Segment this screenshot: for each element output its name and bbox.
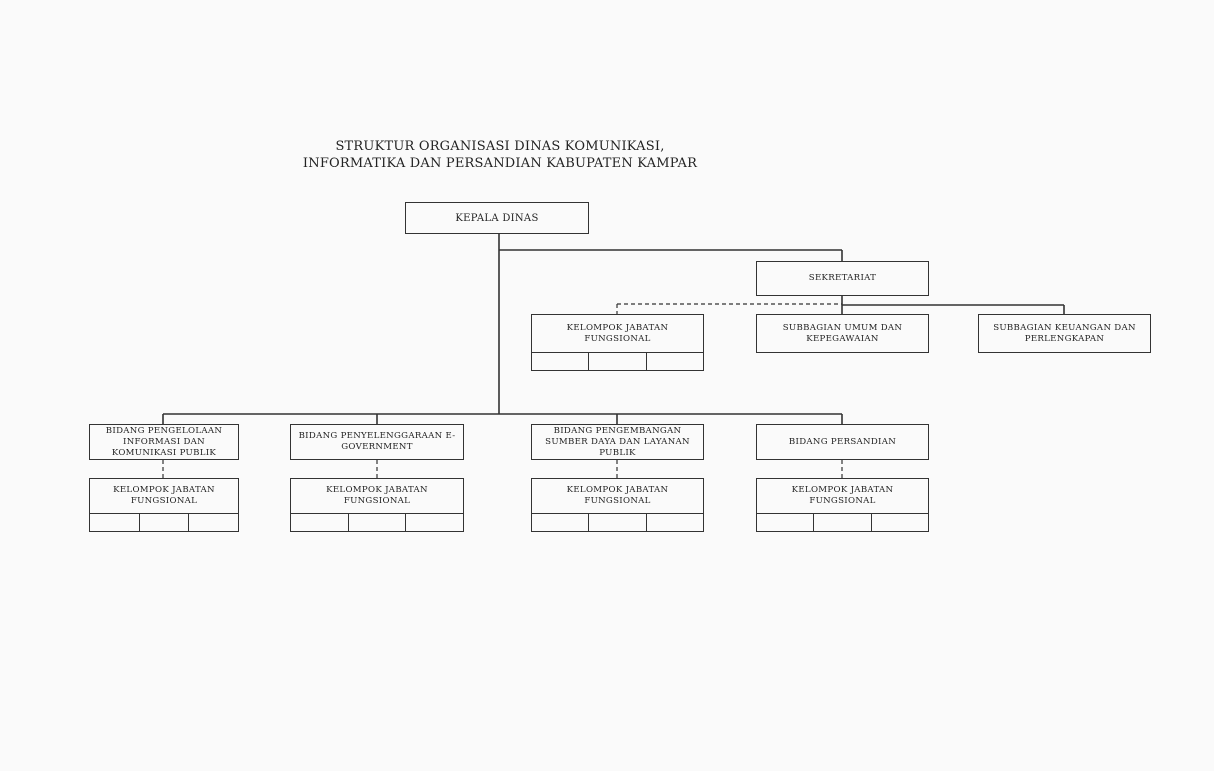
sekretariat-label: SEKRETARIAT — [808, 273, 877, 283]
kjf-bidang-2-label: KELOMPOK JABATAN FUNGSIONAL — [326, 485, 428, 506]
bidang-pengelolaan-label: BIDANG PENGELOLAAN INFORMASI DAN KOMUNIK… — [105, 425, 223, 458]
kjf-bidang-3-group: KELOMPOK JABATAN FUNGSIONAL — [531, 478, 704, 532]
kjf-bidang-2-box: KELOMPOK JABATAN FUNGSIONAL — [290, 478, 464, 514]
kepala-dinas-label: KEPALA DINAS — [455, 212, 539, 224]
kjf-sekretariat-box: KELOMPOK JABATAN FUNGSIONAL — [531, 314, 704, 353]
bidang-egovernment-label: BIDANG PENYELENGGARAAN E-GOVERNMENT — [298, 431, 456, 452]
kepala-dinas-box: KEPALA DINAS — [405, 202, 589, 234]
kjf-bidang-1-box: KELOMPOK JABATAN FUNGSIONAL — [89, 478, 239, 514]
subbagian-keuangan-box: SUBBAGIAN KEUANGAN DAN PERLENGKAPAN — [978, 314, 1151, 353]
chart-title-line-1: STRUKTUR ORGANISASI DINAS KOMUNIKASI, — [335, 139, 665, 154]
kjf-bidang-4-box: KELOMPOK JABATAN FUNGSIONAL — [756, 478, 929, 514]
kjf-bidang-2-group: KELOMPOK JABATAN FUNGSIONAL — [290, 478, 464, 532]
kjf-bidang-4-cells — [756, 514, 929, 532]
kjf-sekretariat-cells — [531, 353, 704, 371]
kjf-sekretariat-group: KELOMPOK JABATAN FUNGSIONAL — [531, 314, 704, 371]
kjf-bidang-4-label: KELOMPOK JABATAN FUNGSIONAL — [791, 485, 894, 506]
bidang-persandian-box: BIDANG PERSANDIAN — [756, 424, 929, 460]
kjf-bidang-1-label: KELOMPOK JABATAN FUNGSIONAL — [113, 485, 215, 506]
bidang-pengembangan-box: BIDANG PENGEMBANGAN SUMBER DAYA DAN LAYA… — [531, 424, 704, 460]
kjf-bidang-4-group: KELOMPOK JABATAN FUNGSIONAL — [756, 478, 929, 532]
bidang-pengelolaan-box: BIDANG PENGELOLAAN INFORMASI DAN KOMUNIK… — [89, 424, 239, 460]
chart-title-line-2: INFORMATIKA DAN PERSANDIAN KABUPATEN KAM… — [302, 156, 698, 171]
kjf-sekretariat-label: KELOMPOK JABATAN FUNGSIONAL — [566, 322, 669, 344]
sekretariat-box: SEKRETARIAT — [756, 261, 929, 296]
kjf-bidang-3-box: KELOMPOK JABATAN FUNGSIONAL — [531, 478, 704, 514]
bidang-egovernment-box: BIDANG PENYELENGGARAAN E-GOVERNMENT — [290, 424, 464, 460]
subbagian-umum-box: SUBBAGIAN UMUM DAN KEPEGAWAIAN — [756, 314, 929, 353]
kjf-bidang-2-cells — [290, 514, 464, 532]
subbagian-keuangan-label: SUBBAGIAN KEUANGAN DAN PERLENGKAPAN — [993, 322, 1136, 344]
kjf-bidang-3-label: KELOMPOK JABATAN FUNGSIONAL — [566, 485, 669, 506]
kjf-bidang-1-cells — [89, 514, 239, 532]
kjf-bidang-1-group: KELOMPOK JABATAN FUNGSIONAL — [89, 478, 239, 532]
bidang-persandian-label: BIDANG PERSANDIAN — [788, 436, 897, 447]
bidang-pengembangan-label: BIDANG PENGEMBANGAN SUMBER DAYA DAN LAYA… — [545, 425, 690, 458]
chart-title: STRUKTUR ORGANISASI DINAS KOMUNIKASI, IN… — [280, 138, 720, 172]
kjf-bidang-3-cells — [531, 514, 704, 532]
subbagian-umum-label: SUBBAGIAN UMUM DAN KEPEGAWAIAN — [782, 322, 903, 344]
